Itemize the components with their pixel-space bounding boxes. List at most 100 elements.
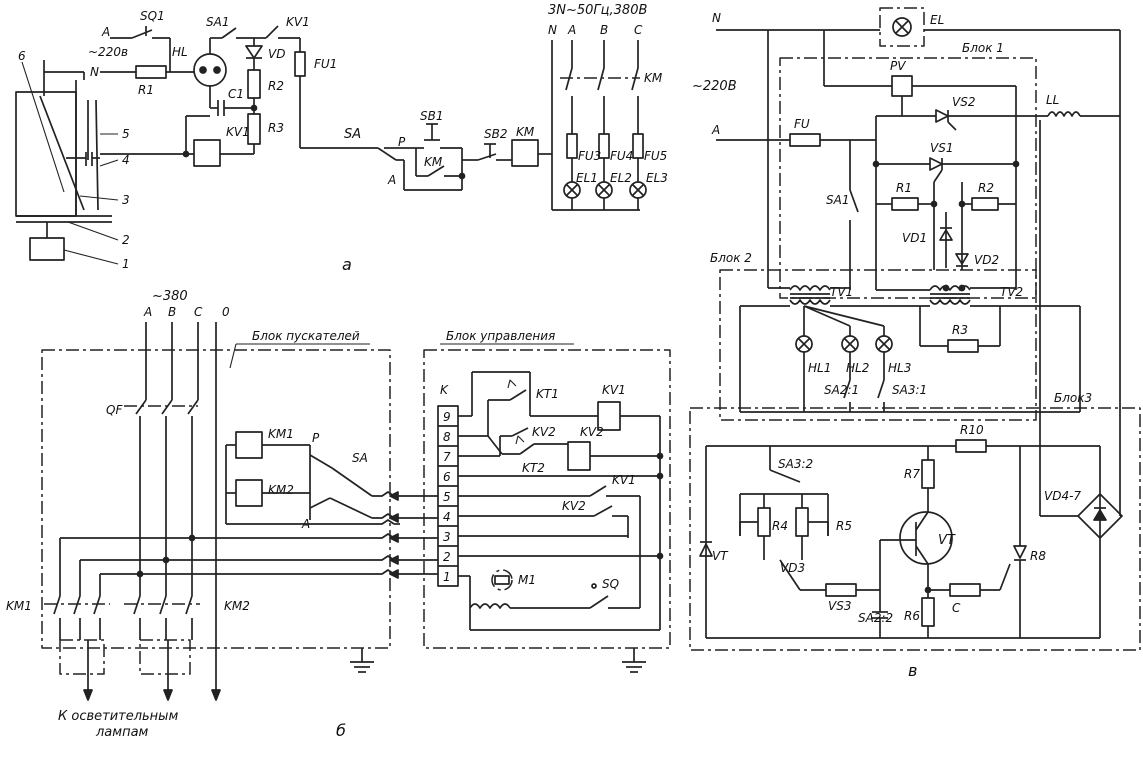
VS2-label: VS2: [952, 95, 975, 109]
sensor-label-5: 5: [122, 127, 130, 141]
SA1-label: SA1: [826, 193, 849, 207]
KT1-label: KT1: [536, 387, 559, 401]
M1-label: M1: [518, 573, 536, 587]
R2-label: R2: [268, 79, 284, 93]
phase-N-label: N: [548, 23, 557, 37]
PV-label: PV: [890, 59, 906, 73]
R9-label: C: [952, 601, 961, 615]
SB1-label: SB1: [420, 109, 443, 123]
KM-coil-label: KM: [516, 125, 535, 139]
KT2-label: KT2: [522, 461, 545, 475]
terminal-2: 2: [443, 550, 451, 564]
block1-frame: [779, 57, 1037, 299]
starter-block-title: Блок пускателей: [252, 329, 360, 343]
terminal-8: 8: [443, 430, 451, 444]
SA2-1-label: SA2:1: [824, 383, 859, 397]
mains-voltage-label: ~220в: [88, 45, 128, 59]
HL3-label: HL3: [888, 361, 911, 375]
SA2-2-label: VD3: [780, 561, 805, 575]
KM1-coil-label: KM1: [268, 427, 294, 441]
KV2-coil-label: KV2: [580, 425, 604, 439]
control-block-title: Блок управления: [446, 329, 555, 343]
phase-A-label: A: [567, 23, 576, 37]
KV2-contact-top-label: KV2: [532, 425, 556, 439]
terminal-6: 6: [443, 470, 451, 484]
terminal-1: 1: [443, 570, 451, 584]
A-label: A: [387, 173, 396, 187]
neutral-label: N: [712, 11, 721, 25]
FU1-label: FU1: [314, 57, 337, 71]
R3-label: R3: [952, 323, 968, 337]
panel-v: N EL ~220В A FU Блок 1 PV VS2 LL: [689, 7, 1141, 680]
LL-label: LL: [1046, 93, 1059, 107]
R7-label: R7: [904, 467, 920, 481]
R8-label: R6: [904, 609, 920, 623]
phase-label: A: [711, 123, 720, 137]
terminal-9: 9: [443, 410, 451, 424]
supply-3ph-label: 3N~50Гц,380В: [548, 3, 647, 18]
neutral-label: N: [90, 65, 99, 79]
C-label: SA2:2: [858, 611, 893, 625]
VD4-7-label: VD4-7: [1044, 489, 1081, 503]
KV1-contact-label: KV1: [286, 15, 310, 29]
supply-phase-label: A: [101, 25, 110, 39]
TV1-label: TV1: [830, 285, 853, 299]
KV2-contact-label: KV2: [562, 499, 586, 513]
C1-label: C1: [228, 87, 244, 101]
KM-contacts-label: KM: [644, 71, 663, 85]
sensor-label-3: 3: [122, 193, 130, 207]
SA-label: SA: [344, 127, 361, 142]
terminal-7: 7: [443, 450, 451, 464]
R6-label: VS3: [828, 599, 851, 613]
terminal-3: 3: [443, 530, 451, 544]
panel-b-phase-A: A: [143, 305, 152, 319]
block3-frame: [689, 407, 1141, 651]
panel-b: ~380 A B C 0 Блок пускателей QF KM1 KM2: [6, 289, 671, 740]
phase-C-label: C: [634, 23, 643, 37]
EL2-label: EL2: [610, 171, 632, 185]
load-caption-line1: К осветительным: [58, 709, 178, 724]
SQ1-label: SQ1: [140, 9, 165, 23]
KV1-coil-label: KV1: [602, 383, 626, 397]
R2-label: R2: [978, 181, 994, 195]
terminal-5: 5: [443, 490, 451, 504]
load-caption-line2: лампам: [95, 725, 149, 740]
panel-b-phase-C: C: [194, 305, 203, 319]
SB2-label: SB2: [484, 127, 507, 141]
phase-B-label: B: [600, 23, 608, 37]
R10-label: R10: [960, 423, 984, 437]
VS1-label: VS1: [930, 141, 953, 155]
FU4-label: FU4: [610, 149, 633, 163]
panel-b-phase-0: 0: [222, 305, 230, 319]
TV2-label: TV2: [1000, 285, 1023, 299]
SQ-label: SQ: [602, 577, 619, 591]
SA3-1-label: SA3:1: [892, 383, 927, 397]
block2-label: Блок 2: [710, 251, 752, 265]
P-label: P: [312, 431, 320, 445]
sensor-label-2: 2: [122, 233, 130, 247]
KM1-contacts-label: KM1: [6, 599, 32, 613]
HL-label: HL: [172, 45, 188, 59]
VT-label: VT: [938, 533, 956, 548]
panel-a: 6 5 4 3 2 1 A ~220в N SQ1 R1 HL SA1 VD: [15, 3, 668, 274]
block3-label: Блок3: [1054, 391, 1092, 405]
terminal-4: 4: [443, 510, 451, 524]
KV1-coil-label: KV1: [226, 125, 250, 139]
KV1-contact-label: KV1: [612, 473, 636, 487]
R3-label: R3: [268, 121, 284, 135]
VD-label: VD: [268, 47, 285, 61]
panel-b-phase-B: B: [168, 305, 176, 319]
QF-label: QF: [106, 403, 123, 417]
terminal-block-label: K: [440, 383, 449, 397]
block2-frame: [719, 269, 1037, 421]
sensor-label-4: 4: [122, 153, 130, 167]
R5-label: R5: [836, 519, 852, 533]
terminal-strip: 9 8 7 6 5 4 3 2 1: [437, 405, 459, 587]
HL2-label: HL2: [846, 361, 869, 375]
HL1-label: HL1: [808, 361, 831, 375]
panel-a-caption: а: [342, 255, 352, 274]
SA-label: SA: [352, 451, 368, 465]
FU3-label: FU3: [578, 149, 601, 163]
panel-v-supply-label: ~220В: [692, 79, 737, 94]
